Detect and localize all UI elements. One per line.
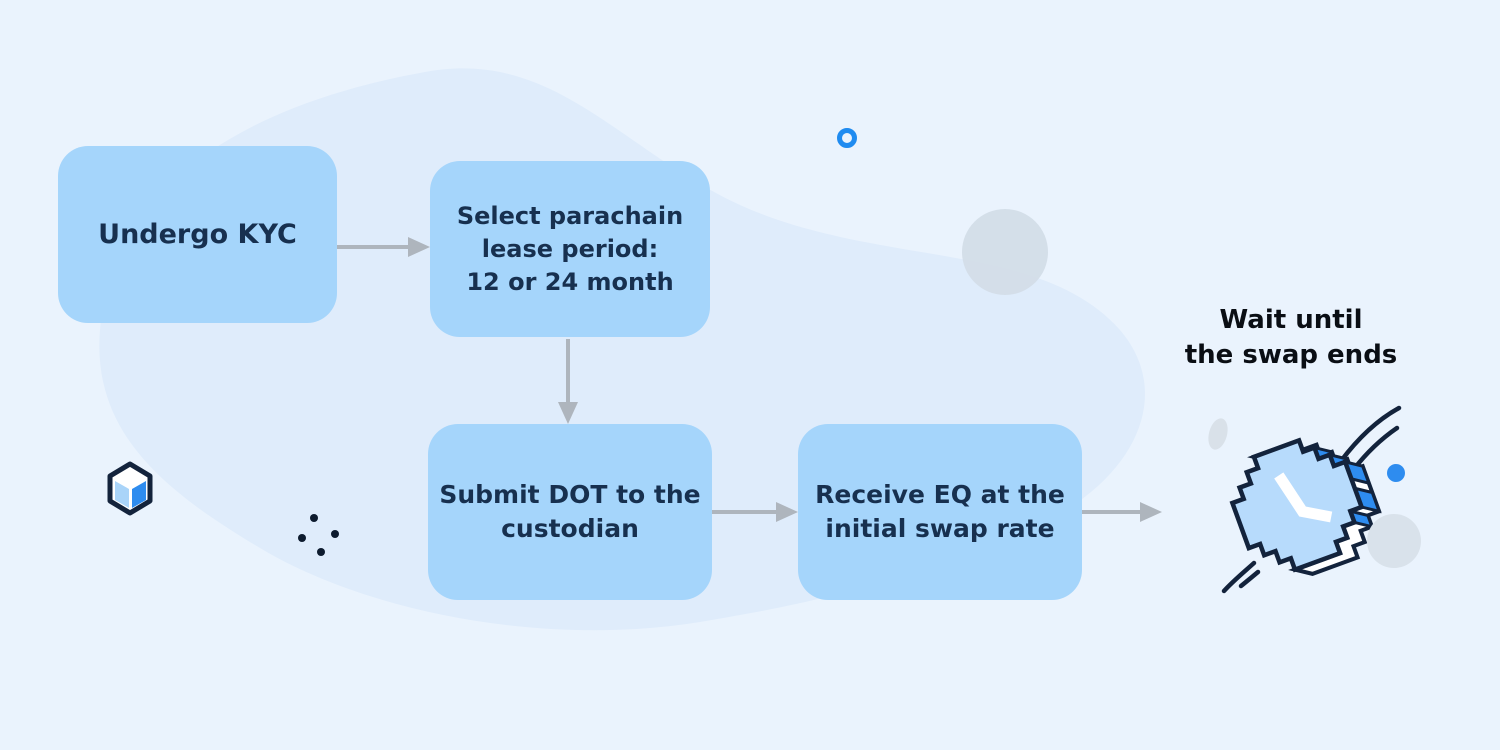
gray-circle-small (1367, 514, 1421, 568)
arrow-step2-to-step3 (558, 339, 578, 424)
final-step-line: the swap ends (1184, 340, 1398, 370)
step-label: Submit DOT to the (439, 480, 701, 509)
step-label: Receive EQ at the (815, 480, 1065, 509)
arrow-shaft (337, 245, 410, 249)
flow-step-receive-eq: Receive EQ at the initial swap rate (798, 424, 1082, 600)
flow-step-select-lease: Select parachain lease period: 12 or 24 … (430, 161, 710, 337)
step-label: Select parachain (456, 201, 684, 230)
ring-icon (837, 128, 857, 148)
arrow-shaft (1082, 510, 1142, 514)
final-step-label: Wait until the swap ends (1150, 303, 1432, 373)
dot-icon (317, 548, 325, 556)
gray-circle-decoration (962, 209, 1048, 295)
arrow-shaft (566, 339, 570, 404)
flow-step-undergo-kyc: Undergo KYC (58, 146, 337, 323)
step-label: lease period: (481, 234, 659, 263)
arrow-head-icon (558, 402, 578, 424)
arrow-head-icon (776, 502, 798, 522)
cube-icon (107, 461, 153, 516)
arrow-step4-to-wait (1082, 502, 1162, 522)
step-label: custodian (501, 514, 639, 543)
arrow-head-icon (1140, 502, 1162, 522)
dot-icon (298, 534, 306, 542)
flow-step-submit-dot: Submit DOT to the custodian (428, 424, 712, 600)
final-step-line: Wait until (1219, 305, 1363, 335)
speed-lines-icon (1221, 560, 1261, 594)
step-label: initial swap rate (825, 514, 1055, 543)
dot-icon (310, 514, 318, 522)
arrow-step3-to-step4 (712, 502, 798, 522)
pixel-clock-illustration (1208, 405, 1421, 594)
gray-teardrop-shape (1208, 418, 1228, 450)
step-label: Undergo KYC (98, 219, 297, 250)
dot-icon (331, 530, 339, 538)
arrow-shaft (712, 510, 778, 514)
blue-dot (1387, 464, 1405, 482)
step-label: 12 or 24 month (466, 267, 674, 296)
arrow-step1-to-step2 (337, 237, 430, 257)
arrow-head-icon (408, 237, 430, 257)
pixel-clock-icon (1229, 437, 1382, 576)
clock-hand (1274, 472, 1333, 523)
